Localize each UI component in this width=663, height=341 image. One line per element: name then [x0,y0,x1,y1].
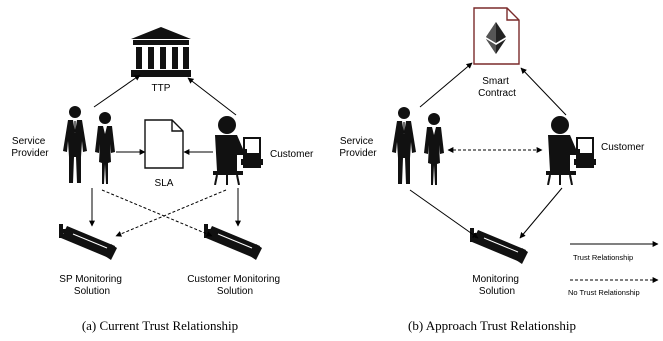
legend-trust-label: Trust Relationship [573,253,633,262]
ethereum-icon [486,22,506,54]
caption-b: (b) Approach Trust Relationship [408,318,576,333]
service-provider-label-a: Service Provider [11,136,49,159]
arrow-sp-to-smart-contract [419,62,473,108]
customer-monitoring-cctv-camera-icon [203,223,263,261]
customer-at-computer-icon [545,115,596,185]
ttp-label: TTP [152,83,171,94]
arrow-customer-to-ttp [187,77,237,116]
customer-monitoring-label: Customer Monitoring Solution [187,274,283,297]
monitoring-label: Monitoring Solution [472,274,521,297]
monitoring-cctv-camera-icon [469,227,529,265]
customer-at-computer-icon [212,115,263,185]
sp-monitoring-label: SP Monitoring Solution [59,274,124,297]
arrow-customer-to-smart-contract [520,67,567,116]
smart-contract-document-icon [473,7,520,65]
legend-no-trust-label: No Trust Relationship [568,288,640,297]
dashed-arrow-sp-to-customer-monitoring [101,189,213,237]
legend: Trust Relationship No Trust Relationship [568,241,659,297]
service-provider-label-b: Service Provider [339,136,377,159]
customer-label-b: Customer [601,142,645,153]
caption-a: (a) Current Trust Relationship [82,318,238,333]
service-provider-woman-icon [95,112,115,184]
sla-document-icon [144,119,184,169]
arrow-sp-to-monitoring [409,189,479,239]
panel-b: Smart Contract Service Provider Customer… [339,7,645,333]
sla-label: SLA [155,178,174,189]
ttp-bank-icon [131,27,191,77]
customer-label-a: Customer [270,149,314,160]
arrow-sp-to-ttp [93,74,141,108]
service-provider-man-icon [62,105,88,184]
service-provider-man-icon [391,106,417,185]
smart-contract-label: Smart Contract [478,76,516,99]
panel-a: TTP Service Provider SLA Customer SP Mon… [11,27,314,333]
service-provider-woman-icon [424,113,444,185]
arrow-customer-to-monitoring [519,187,563,239]
sp-monitoring-cctv-camera-icon [58,223,118,261]
